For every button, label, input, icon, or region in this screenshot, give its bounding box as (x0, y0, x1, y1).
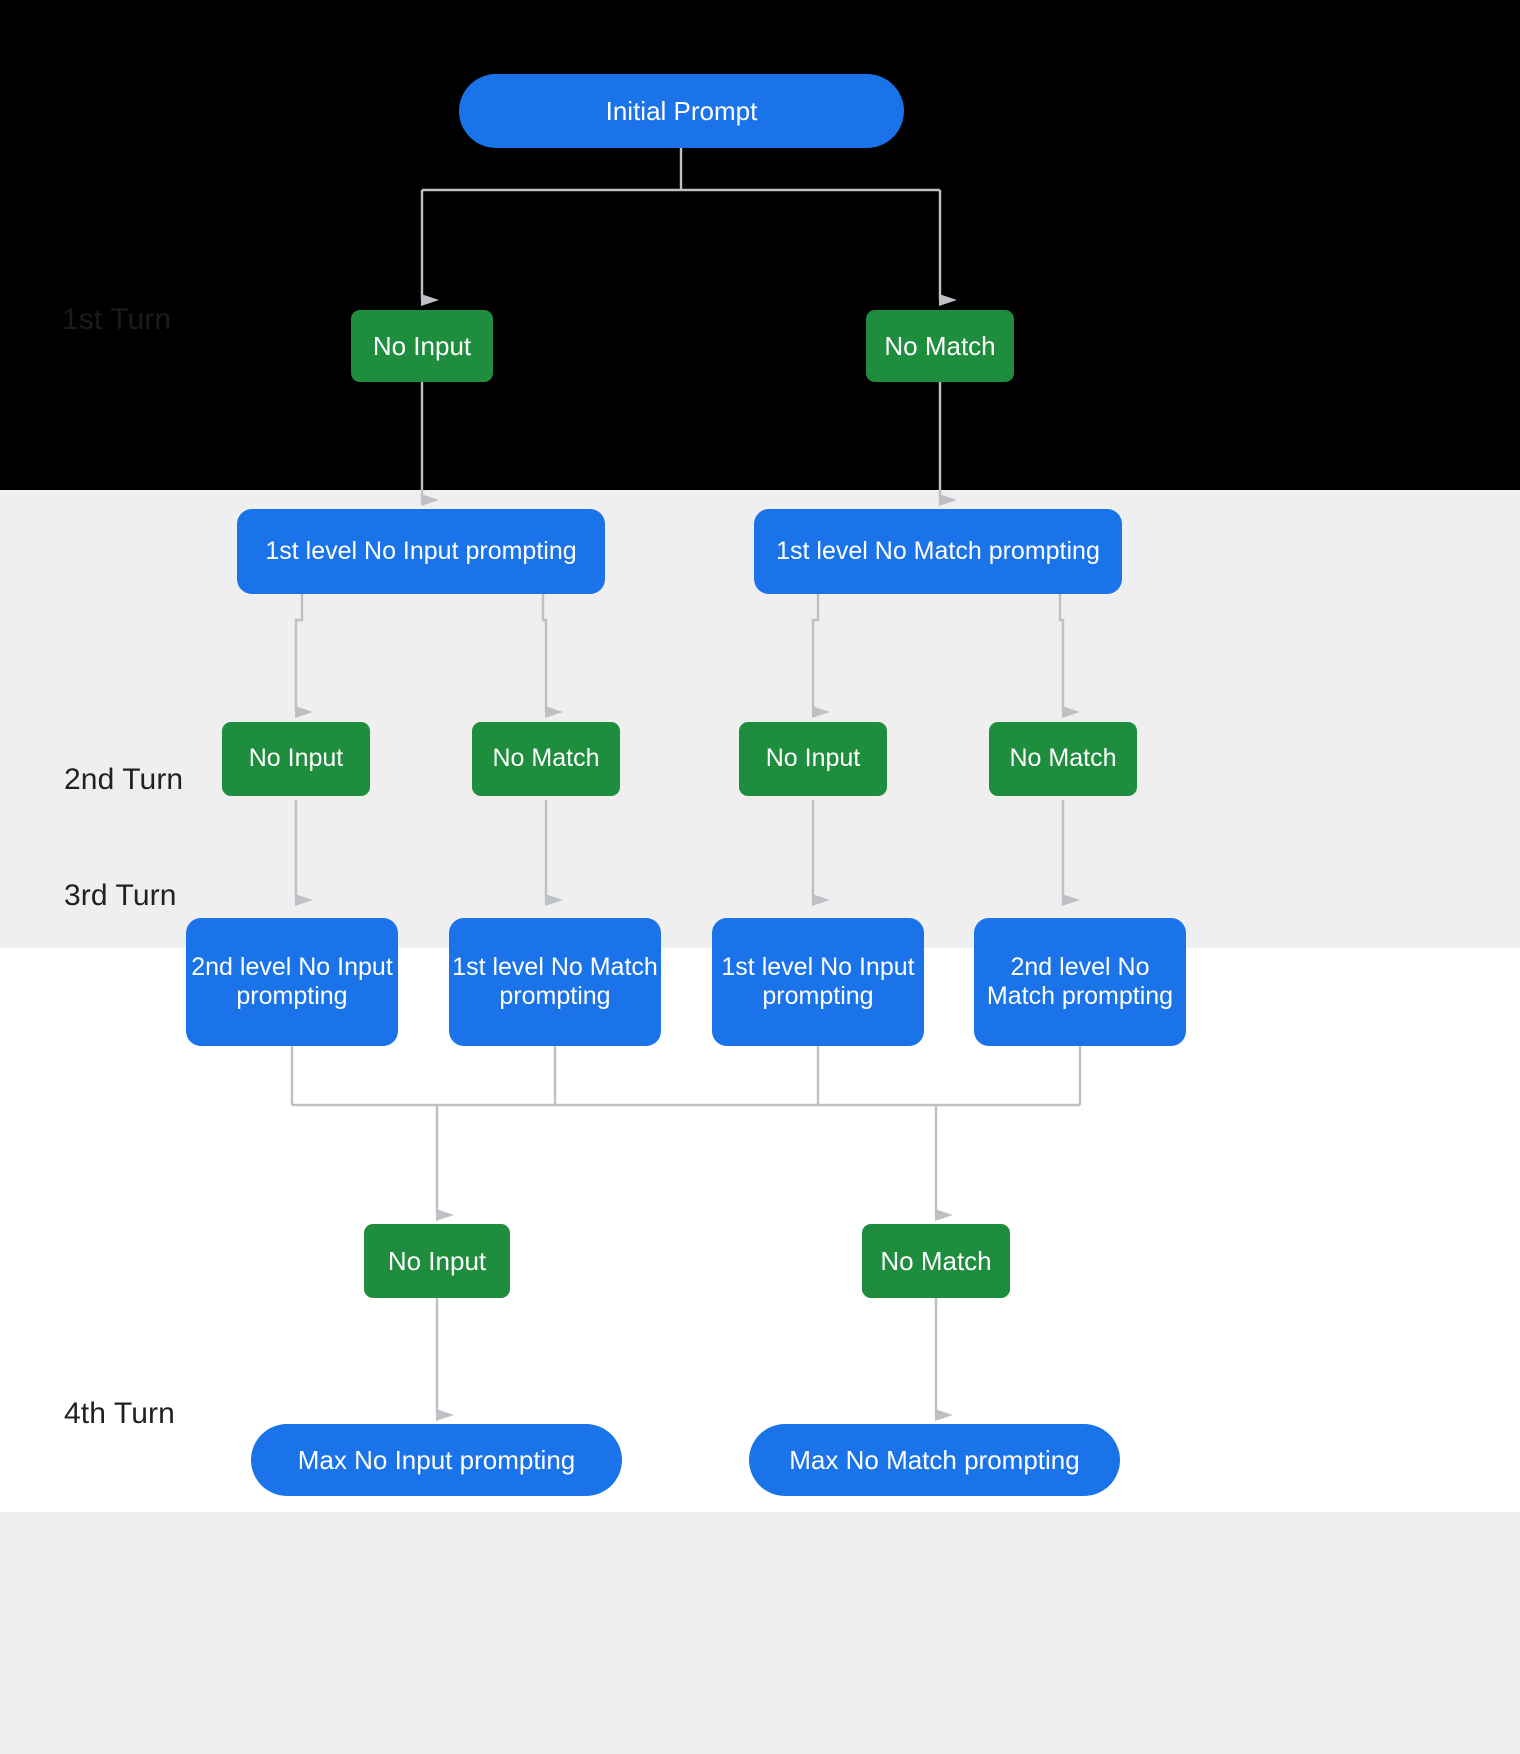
node-label: No Input (765, 744, 861, 773)
node-label: 2nd level No Input prompting (191, 952, 393, 1011)
node-second-level-no-match-prompting[interactable]: 2nd level No Match prompting (974, 918, 1186, 1046)
node-max-no-input-prompting[interactable]: Max No Input prompting (251, 1424, 622, 1496)
node-label: 1st level No Match prompting (776, 536, 1100, 565)
node-turn3-no-match[interactable]: No Match (862, 1224, 1010, 1298)
node-turn2-no-match-left[interactable]: No Match (472, 722, 620, 796)
node-first-level-no-match-prompting-turn3[interactable]: 1st level No Match prompting (449, 918, 661, 1046)
node-label: No Match (1009, 744, 1117, 773)
node-initial-prompt[interactable]: Initial Prompt (459, 74, 904, 148)
node-max-no-match-prompting[interactable]: Max No Match prompting (749, 1424, 1120, 1496)
turn-label-2: 2nd Turn (64, 763, 184, 796)
turn-label-3: 3rd Turn (64, 879, 177, 912)
node-label: No Input (387, 1245, 487, 1276)
node-label: No Match (880, 1245, 992, 1276)
node-label: No Match (884, 330, 996, 361)
node-label: 1st level No Input prompting (721, 952, 915, 1011)
node-turn2-no-match-right[interactable]: No Match (989, 722, 1137, 796)
node-label: No Input (372, 330, 472, 361)
node-label: 1st level No Input prompting (265, 536, 577, 565)
node-second-level-no-input-prompting[interactable]: 2nd level No Input prompting (186, 918, 398, 1046)
turn-label-1: 1st Turn (62, 303, 172, 336)
node-label: No Input (248, 744, 344, 773)
band-turn-4 (0, 1512, 1520, 1754)
node-label: No Match (492, 744, 600, 773)
node-turn1-no-match[interactable]: No Match (866, 310, 1014, 382)
node-label: 1st level No Match prompting (452, 952, 658, 1011)
node-first-level-no-input-prompting-turn3[interactable]: 1st level No Input prompting (712, 918, 924, 1046)
node-turn3-no-input[interactable]: No Input (364, 1224, 510, 1298)
node-label: 2nd level No Match prompting (986, 952, 1174, 1011)
node-label: Initial Prompt (605, 95, 758, 126)
node-turn2-no-input-right[interactable]: No Input (739, 722, 887, 796)
node-label: Max No Match prompting (789, 1444, 1080, 1475)
node-first-level-no-input-prompting[interactable]: 1st level No Input prompting (237, 509, 605, 594)
node-turn1-no-input[interactable]: No Input (351, 310, 493, 382)
node-turn2-no-input-left[interactable]: No Input (222, 722, 370, 796)
node-first-level-no-match-prompting[interactable]: 1st level No Match prompting (754, 509, 1122, 594)
node-label: Max No Input prompting (297, 1444, 576, 1475)
turn-label-4: 4th Turn (64, 1397, 175, 1430)
